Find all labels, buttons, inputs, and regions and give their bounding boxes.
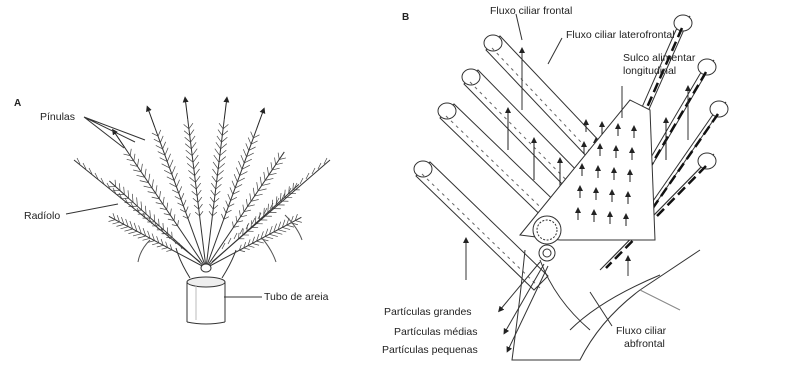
radiole — [109, 213, 206, 268]
flow-arrow — [114, 131, 125, 148]
label-particulas-medias: Partículas médias — [394, 326, 477, 338]
flow-arrow — [185, 99, 187, 119]
radiole — [206, 99, 228, 268]
label-particulas-pequenas: Partículas pequenas — [382, 344, 478, 356]
label-tubo: Tubo de areia — [264, 291, 328, 303]
collar-right — [222, 250, 236, 278]
label-abfrontal-1: Fluxo ciliar — [616, 325, 666, 337]
panel-a-letter: A — [14, 98, 21, 109]
sand-tube — [187, 277, 225, 324]
label-sulco-2: longitudinal — [623, 65, 676, 77]
frontal-leader — [516, 14, 522, 40]
sorting-chambers — [533, 216, 561, 261]
panel-b-letter: B — [402, 12, 409, 23]
radiole-fan — [74, 99, 330, 268]
label-pinulas: Pínulas — [40, 111, 75, 123]
label-fluxo-laterofrontal: Fluxo ciliar laterofrontal — [566, 29, 675, 41]
radiole — [184, 99, 206, 268]
flow-arrow — [148, 108, 155, 127]
label-fluxo-frontal: Fluxo ciliar frontal — [490, 5, 572, 17]
label-radiolo: Radíolo — [24, 210, 60, 222]
radiolo-leader — [66, 204, 118, 214]
label-particulas-grandes: Partículas grandes — [384, 306, 472, 318]
flow-arrow — [224, 99, 226, 119]
label-abfrontal-2: abfrontal — [624, 338, 665, 350]
laterofrontal-leader — [548, 38, 562, 64]
radiole — [206, 214, 302, 268]
label-sulco-1: Sulco alimentar — [623, 52, 695, 64]
abfrontal-leader — [590, 292, 612, 326]
flow-arrow — [257, 110, 264, 129]
pinulas-leader — [84, 117, 145, 148]
